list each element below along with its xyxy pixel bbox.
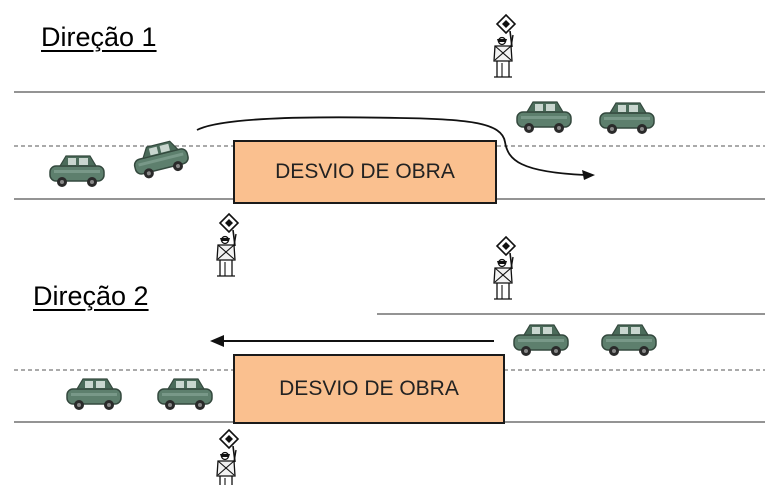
car-icon bbox=[599, 102, 655, 135]
flagger-person-with-sign-icon bbox=[493, 236, 516, 300]
car-icon bbox=[601, 324, 657, 357]
work-zone-detour-1: DESVIO DE OBRA bbox=[233, 140, 497, 204]
work-zone-detour-2: DESVIO DE OBRA bbox=[233, 354, 505, 424]
direction-arrowhead-2 bbox=[210, 335, 224, 347]
work-zone-label: DESVIO DE OBRA bbox=[275, 160, 455, 183]
car-icon bbox=[66, 378, 122, 411]
work-zone-fill-1 bbox=[233, 140, 497, 204]
car-icon bbox=[513, 324, 569, 357]
car-icon bbox=[49, 155, 105, 188]
detour-arrow-1 bbox=[196, 116, 586, 176]
car-icon bbox=[130, 137, 192, 182]
work-zone-label: DESVIO DE OBRA bbox=[279, 377, 459, 400]
flagger-person-with-sign-icon bbox=[493, 14, 516, 78]
direction-1-title: Direção 1 bbox=[41, 22, 157, 52]
detour-arrowhead-1 bbox=[582, 170, 595, 180]
work-zone-fill-2 bbox=[233, 354, 505, 424]
flagger-person-with-sign-icon bbox=[216, 429, 239, 485]
car-icon bbox=[516, 101, 572, 134]
direction-2-title: Direção 2 bbox=[33, 281, 149, 311]
car-icon bbox=[157, 378, 213, 411]
flagger-person-with-sign-icon bbox=[216, 213, 239, 277]
